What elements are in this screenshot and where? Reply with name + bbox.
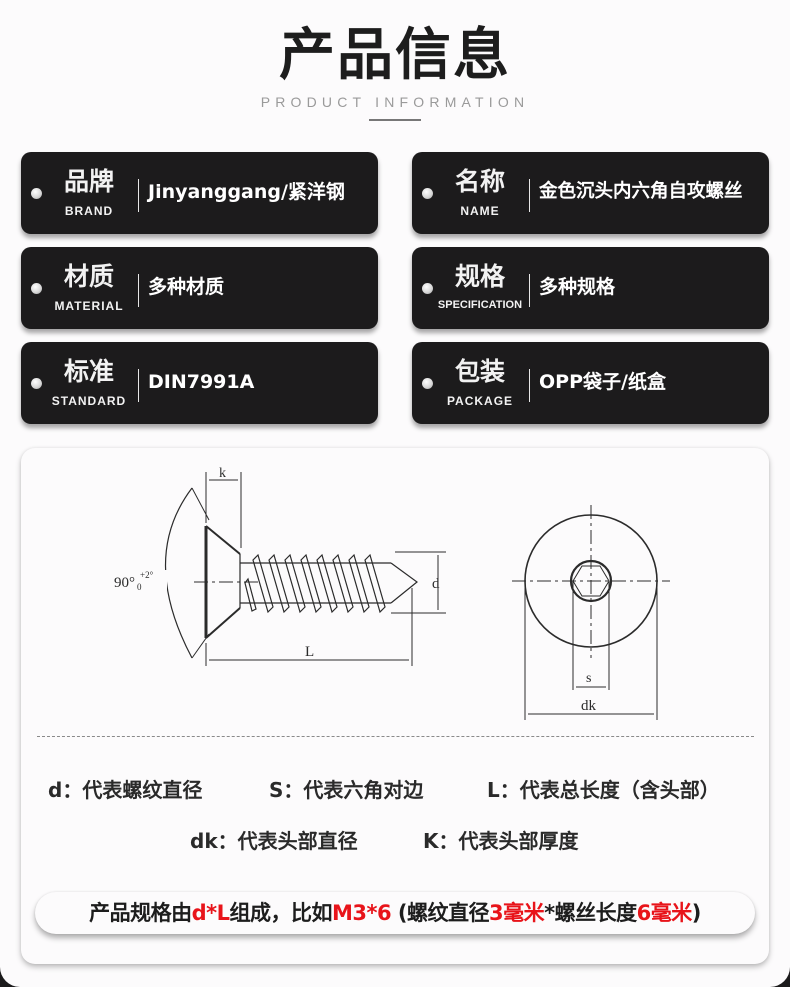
tag-divider [138, 179, 139, 212]
page-title: 产品信息 [279, 23, 511, 88]
spec-example-banner: 产品规格由d*L组成，比如M3*6 (螺纹直径3毫米*螺丝长度6毫米) [35, 892, 755, 934]
tag-hole-icon [422, 378, 433, 389]
tag-label-en: PACKAGE [446, 394, 514, 408]
tag-label-cn: 标准 [63, 357, 114, 386]
label-angle: 90° [114, 575, 135, 591]
tag-label-en: STANDARD [51, 394, 127, 408]
tag-package: 包装 PACKAGE OPP袋子/纸盒 [412, 342, 769, 424]
legend-s: S：代表六角对边 [269, 778, 424, 802]
tag-value: Jinyanggang/紧洋钢 [148, 181, 345, 203]
tag-label-cn: 品牌 [63, 167, 114, 196]
tag-hole-icon [31, 283, 42, 294]
legend-L: L：代表总长度（含头部） [487, 778, 720, 802]
legend-K: K：代表头部厚度 [423, 829, 579, 853]
tag-label-cn: 材质 [63, 262, 114, 291]
tag-label-cn: 名称 [454, 167, 505, 196]
tag-hole-icon [422, 188, 433, 199]
tag-value: 多种规格 [539, 276, 616, 298]
tag-divider [529, 369, 530, 402]
page-subtitle: PRODUCT INFORMATION [260, 94, 530, 110]
label-dk: dk [581, 698, 597, 714]
svg-text:+2°: +2° [140, 570, 154, 580]
label-k: k [219, 466, 226, 481]
tag-name: 名称 NAME 金色沉头内六角自攻螺丝 [412, 152, 769, 234]
tag-label-en: NAME [460, 204, 500, 218]
screw-dimension-diagram: k 90° +2° 0 [107, 466, 670, 720]
tag-standard: 标准 STANDARD DIN7991A [21, 342, 378, 424]
svg-text:0: 0 [137, 582, 142, 592]
title-underline [369, 119, 421, 121]
dashed-separator [37, 736, 754, 737]
label-L: L [305, 644, 314, 660]
tag-label-en: MATERIAL [54, 299, 124, 313]
tag-hole-icon [31, 188, 42, 199]
label-d: d [432, 576, 440, 592]
legend-d: d：代表螺纹直径 [48, 778, 203, 802]
tag-label-en: SPECIFICATION [437, 299, 523, 311]
dimension-card: k 90° +2° 0 [21, 448, 769, 964]
tag-divider [529, 179, 530, 212]
tag-value: 金色沉头内六角自攻螺丝 [539, 181, 743, 202]
tag-divider [529, 274, 530, 307]
legend-dk: dk：代表头部直径 [190, 829, 358, 853]
tag-value: OPP袋子/纸盒 [539, 371, 666, 393]
tag-label-cn: 规格 [454, 262, 505, 291]
label-s: s [586, 671, 591, 686]
tag-label-cn: 包装 [454, 357, 505, 386]
tag-brand: 品牌 BRAND Jinyanggang/紧洋钢 [21, 152, 378, 234]
tag-divider [138, 274, 139, 307]
tag-label-en: BRAND [64, 204, 114, 218]
top-view-drawing: s dk [512, 505, 670, 720]
tag-hole-icon [422, 283, 433, 294]
tag-value: DIN7991A [148, 371, 255, 393]
side-view-drawing: k 90° +2° 0 [107, 466, 446, 666]
tag-specification: 规格 SPECIFICATION 多种规格 [412, 247, 769, 329]
tag-material: 材质 MATERIAL 多种材质 [21, 247, 378, 329]
tag-hole-icon [31, 378, 42, 389]
tag-value: 多种材质 [148, 276, 225, 298]
tag-divider [138, 369, 139, 402]
